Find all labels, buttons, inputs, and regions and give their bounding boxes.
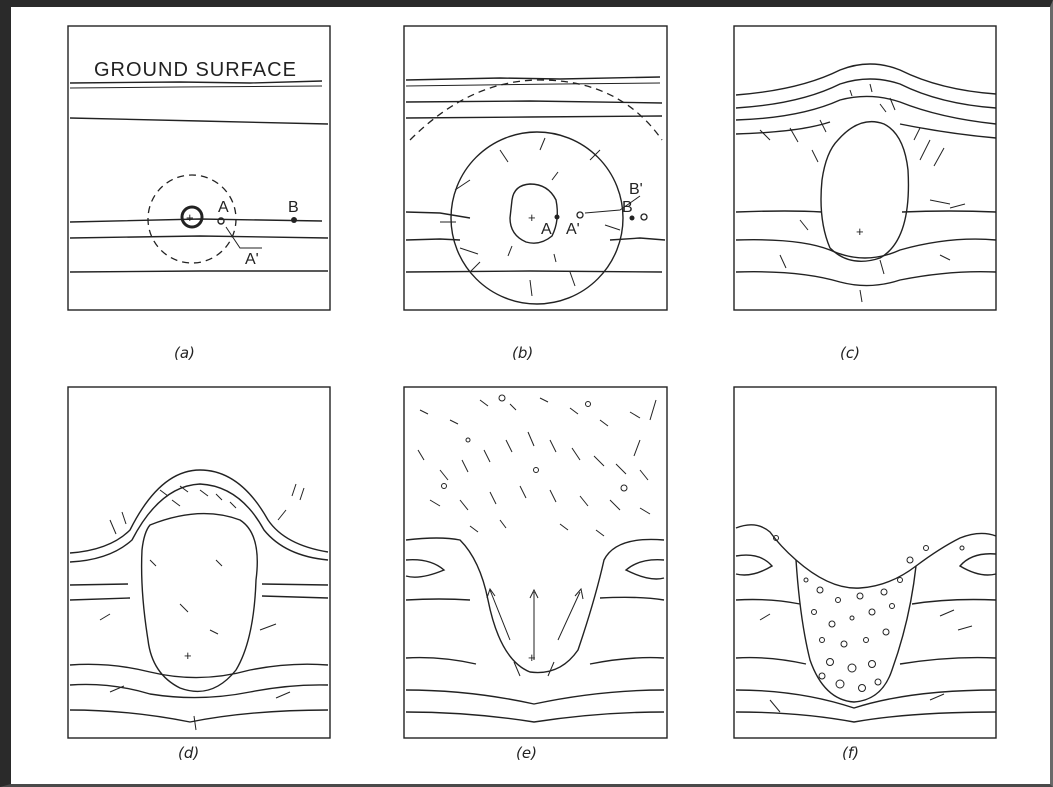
ground-surface-line [406,77,660,80]
point-b-marker [291,217,297,223]
center-marker: + [856,224,864,239]
panel-b: + A A' B' B [404,26,667,310]
stratum-line [70,484,328,562]
stratum-line [70,236,328,238]
panel-f [734,387,996,738]
stratum-line [406,712,664,722]
panel-e-border [404,387,667,738]
center-marker: + [528,210,536,225]
stratum-line [406,116,662,118]
label-a-prime: A' [566,221,580,238]
panel-a: GROUND SURFACE + A A' B [68,26,330,310]
stratum-line [70,710,328,722]
stratum-line [406,690,664,704]
stratum-line [736,239,996,258]
uplifted-ground-surface [70,470,328,553]
stratum-line [736,658,996,664]
ejecta-fragments [418,398,656,536]
stratum-line [406,239,460,240]
point-b-marker [630,216,635,221]
stratum-line [406,271,662,272]
panel-f-border [734,387,996,738]
panel-c-border [734,26,996,310]
stratum-line [406,212,470,218]
label-b-prime: B' [629,181,643,198]
stratum-line [70,118,328,124]
stratum-line [70,271,328,272]
ejecta-rock-fragments [442,395,628,491]
breccia-marks [100,484,304,730]
compression-zone-circle [451,132,623,304]
point-a-prime-marker [577,212,583,218]
stratum-line [736,600,996,605]
caption-c: (c) [840,344,860,362]
label-b: B [622,199,633,216]
overturned-stratum [406,560,444,577]
stratum-line [736,79,996,108]
label-a: A [218,199,229,216]
stratum-line [406,597,664,600]
center-marker: + [184,648,192,663]
point-a-marker [555,215,560,220]
stratum-line [736,122,996,138]
caption-a: (a) [174,344,195,362]
stratum-line [736,211,996,212]
stratum-line [70,664,328,677]
stratum-line [70,219,322,222]
overturned-stratum [626,560,664,579]
caption-f: (f) [842,744,859,762]
stratum-line [736,712,996,722]
gas-cavity [821,122,908,262]
center-marker: + [186,210,194,225]
crater-rim-profile [736,525,996,588]
panel-d: + [68,387,330,738]
point-b-prime-marker [641,214,647,220]
overturned-stratum [736,555,772,575]
label-a-prime: A' [245,251,259,268]
center-marker: + [528,650,536,665]
stratum-line [610,238,665,240]
panel-e: + [404,387,667,738]
stratum-line [70,596,328,600]
overturned-stratum [960,554,996,575]
caption-d: (d) [178,744,199,762]
ground-surface-line [70,81,322,83]
caption-e: (e) [516,744,537,762]
caption-b: (b) [512,344,533,362]
ground-surface-label: GROUND SURFACE [94,59,297,81]
fracture-marks [760,84,965,302]
stratum-line [736,96,996,124]
label-a: A [541,221,552,238]
panel-b-border [404,26,667,310]
stratum-line [70,584,328,585]
stratum-line [736,272,996,286]
breccia-fragments [774,536,965,692]
panel-c: + [734,26,996,310]
shock-front-dashed-arc [410,80,662,140]
label-b: B [288,199,299,216]
gas-cavity [142,514,258,692]
